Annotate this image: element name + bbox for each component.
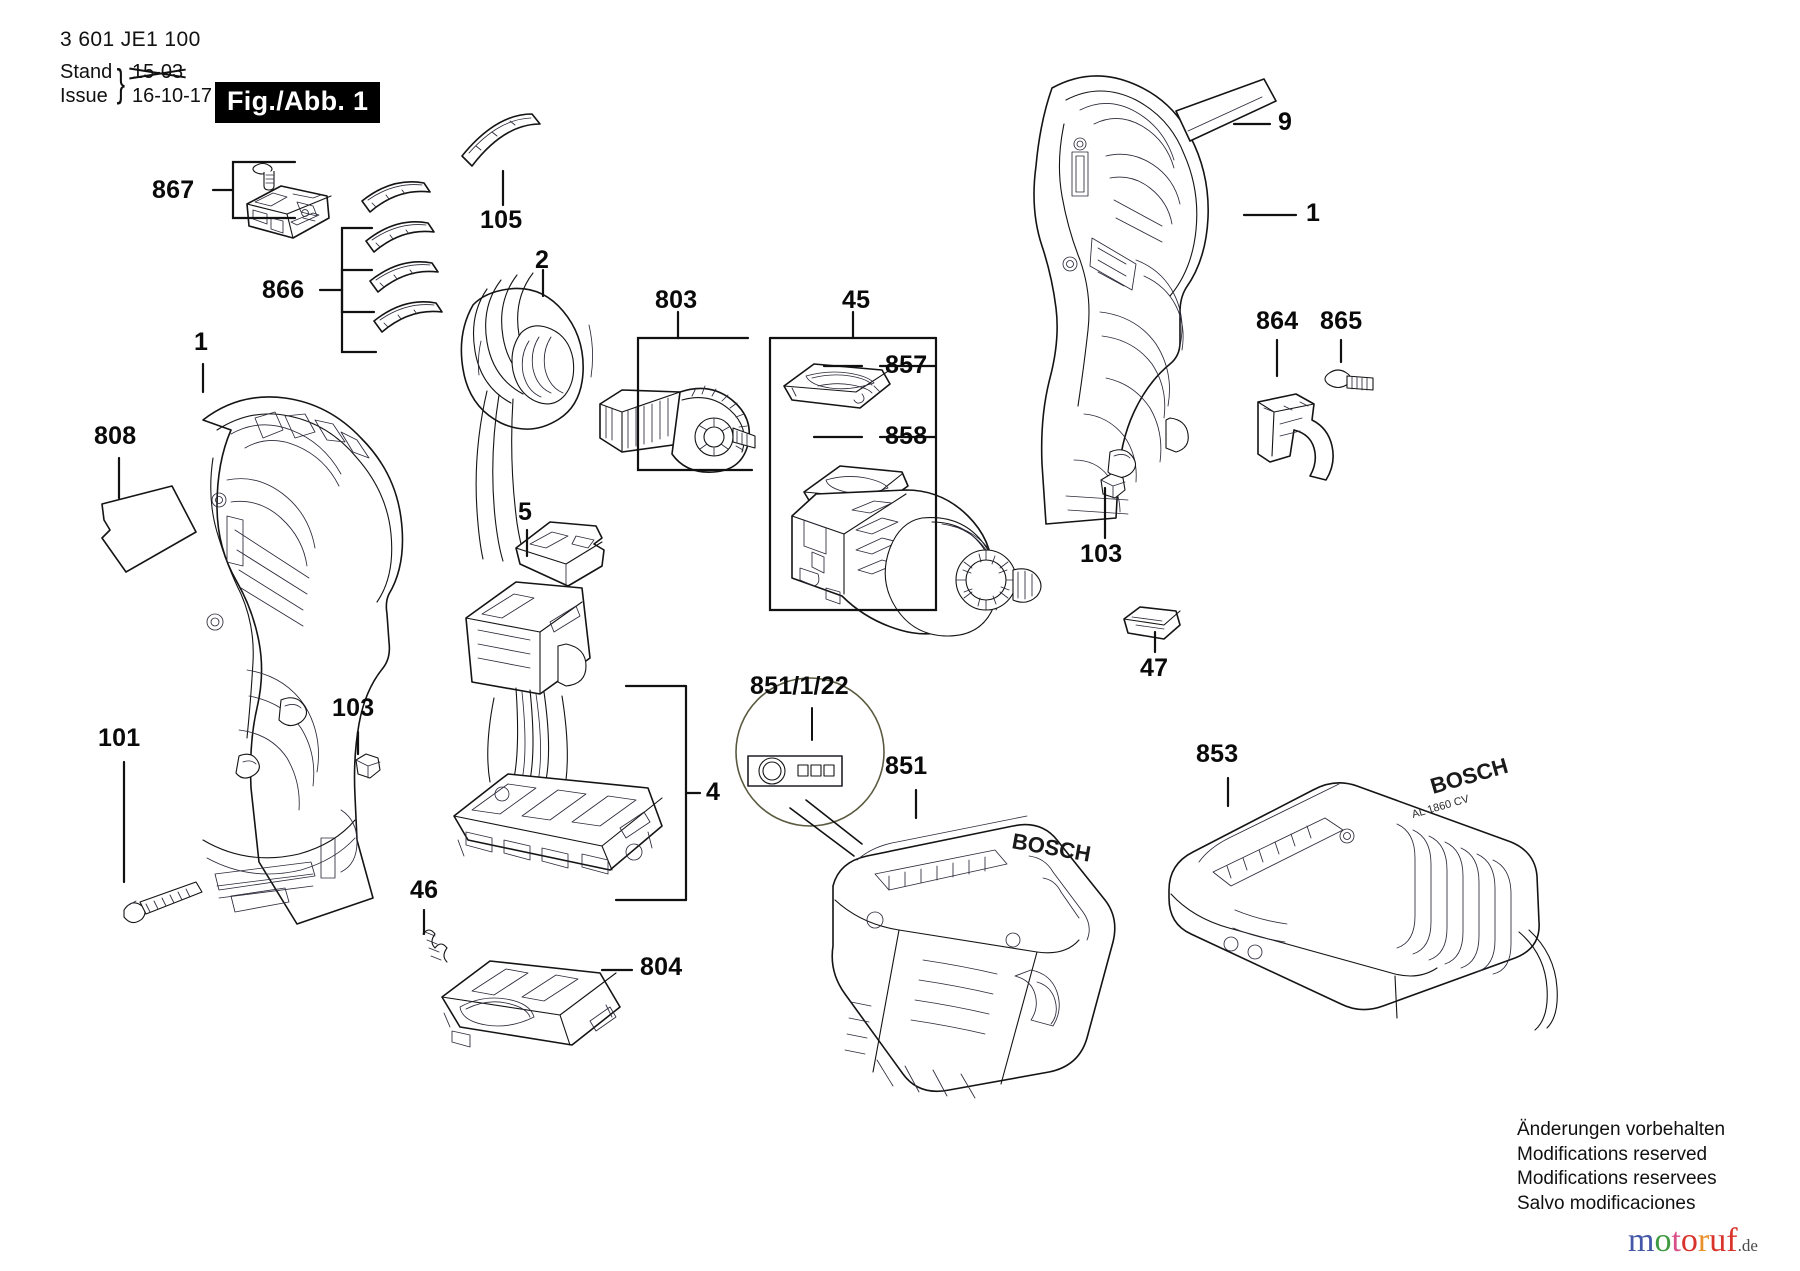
- wm-letter-o1: o: [1654, 1222, 1672, 1259]
- part-1-housing-right: [1010, 60, 1280, 530]
- part-47-pad: [1118, 595, 1188, 645]
- label-866: 866: [262, 276, 305, 304]
- brace-glyph: }: [116, 61, 126, 106]
- label-858: 858: [885, 422, 928, 450]
- label-101: 101: [98, 724, 141, 752]
- label-46: 46: [410, 876, 439, 904]
- label-45: 45: [842, 286, 871, 314]
- label-857: 857: [885, 351, 928, 379]
- wm-letter-o2: o: [1680, 1222, 1698, 1259]
- legal-line-es: Salvo modificaciones: [1517, 1193, 1696, 1215]
- part-4-electronics-module: [438, 560, 688, 890]
- stand-date: 15-03: [131, 61, 184, 83]
- label-853: 853: [1196, 740, 1239, 768]
- part-857-cover-plate: [778, 350, 898, 412]
- label-1-left: 1: [194, 328, 209, 356]
- part-865-screw: [1322, 364, 1392, 404]
- part-864-belt-hook: [1240, 380, 1350, 500]
- part-2-stator: [443, 245, 633, 575]
- catalog-number: 3 601 JE1 100: [60, 28, 201, 51]
- label-2: 2: [535, 246, 550, 274]
- label-47: 47: [1140, 654, 1169, 682]
- label-851: 851: [885, 752, 928, 780]
- label-851-1-22: 851/1/22: [750, 672, 849, 700]
- label-803: 803: [655, 286, 698, 314]
- part-105-insert: [452, 108, 557, 178]
- part-103-nut-left: [348, 748, 388, 788]
- label-804: 804: [640, 953, 683, 981]
- part-46-spring: [415, 920, 469, 970]
- wm-letter-m: m: [1628, 1222, 1655, 1259]
- label-4: 4: [706, 778, 721, 806]
- legal-line-de: Änderungen vorbehalten: [1517, 1119, 1726, 1140]
- label-865: 865: [1320, 307, 1363, 335]
- part-804-mount-plate: [430, 935, 640, 1075]
- wm-letter-f: f: [1726, 1222, 1738, 1259]
- label-9: 9: [1278, 108, 1293, 136]
- motoruf-watermark: motoruf.de: [1628, 1222, 1758, 1260]
- figure-tag: Fig./Abb. 1: [215, 82, 381, 123]
- part-9-nameplate: [1172, 75, 1282, 145]
- label-105: 105: [480, 206, 523, 234]
- document-header: 3 601 JE1 100 Stand Issue } 15-03 16-10-…: [60, 28, 212, 109]
- part-5-switch-cover: [510, 510, 630, 590]
- wm-letter-r: r: [1697, 1222, 1710, 1259]
- label-103-right: 103: [1080, 540, 1123, 568]
- label-867: 867: [152, 176, 195, 204]
- label-5: 5: [518, 498, 533, 526]
- issue-date: 16-10-17: [131, 85, 213, 108]
- label-864: 864: [1256, 307, 1299, 335]
- legal-line-en: Modifications reserved: [1517, 1143, 1708, 1165]
- part-1-housing-left: [155, 370, 435, 930]
- detail-bubble-851-1-22: [730, 672, 890, 832]
- part-101-screw: [120, 880, 220, 930]
- part-103-nut-right: [1093, 468, 1133, 508]
- part-803-armature: [596, 370, 766, 500]
- legal-notice: Änderungen vorbehalten Modifications res…: [1517, 1118, 1725, 1217]
- label-1-right: 1: [1306, 199, 1321, 227]
- wm-letter-u: u: [1709, 1222, 1727, 1259]
- charger-brand-text: BOSCH: [1427, 753, 1510, 799]
- wm-letter-t: t: [1671, 1222, 1681, 1259]
- part-851-battery-pack: BOSCH: [815, 790, 1125, 1100]
- part-866-grip-inserts: [350, 175, 460, 365]
- label-808: 808: [94, 422, 137, 450]
- label-103-left: 103: [332, 694, 375, 722]
- part-808-nameplate: [96, 480, 206, 580]
- part-853-charger: BOSCH AL 1860 CV: [1155, 740, 1558, 1031]
- part-867-clip-assembly: [233, 160, 343, 250]
- issue-label: Issue: [60, 85, 108, 108]
- stand-label: Stand: [60, 61, 113, 83]
- legal-line-fr: Modifications reservees: [1517, 1168, 1717, 1190]
- wm-tld: .de: [1737, 1236, 1758, 1255]
